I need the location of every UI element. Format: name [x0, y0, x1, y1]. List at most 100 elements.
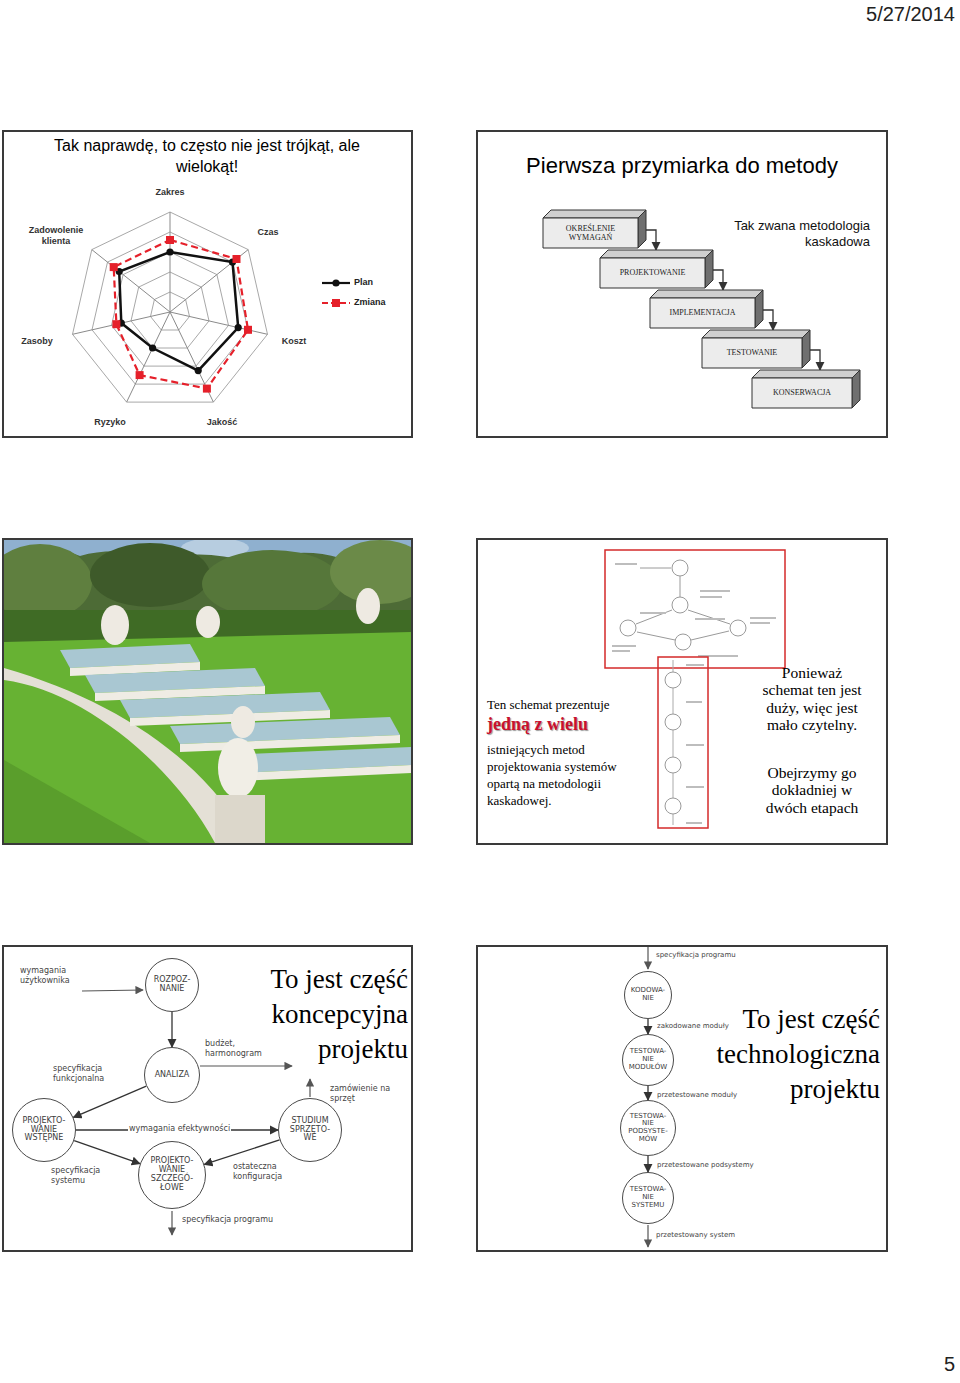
diagram-thumbnail: [636, 610, 672, 624]
diagram-thumbnail: [686, 786, 704, 788]
change-series: [233, 255, 241, 263]
box-face: [702, 338, 802, 368]
process-circle: STUDIUM SPRZĘTO- WE: [278, 1098, 342, 1162]
phase-box: OKREŚLENIE WYMAGAŃ: [543, 218, 638, 248]
fountain-photo: [4, 544, 92, 620]
edge-label: specyfikacja funkcjonalna: [52, 1064, 116, 1083]
diagram-thumbnail: [665, 714, 681, 730]
radar-grid: [73, 212, 268, 402]
box-face: [802, 330, 810, 368]
process-label: TESTOWA- NIE MODUŁÓW: [629, 1048, 667, 1071]
box-face: [650, 298, 755, 328]
box-face: [752, 378, 852, 408]
diagram-thumbnail: [672, 560, 688, 576]
change-series: [112, 320, 120, 328]
flow-label: wymagania użytkownika: [20, 966, 84, 985]
connector: [171, 1012, 172, 1047]
diagram-thumbnail: [686, 664, 704, 824]
change-series: [203, 385, 211, 393]
flow-arrow: [82, 990, 143, 991]
flow-label: specyfikacja programu: [182, 1215, 302, 1225]
slide-frame: Pierwsza przymiarka do metodyTak zwana m…: [476, 130, 888, 438]
flow-arrow: [647, 1225, 648, 1247]
flow-label: zamówienie na sprzęt: [330, 1084, 392, 1103]
flow-label: specyfikacja programu: [656, 951, 776, 959]
phase-label: TESTOWANIE: [727, 348, 778, 357]
box-face: [543, 218, 638, 248]
legend-text: Plan: [354, 277, 373, 288]
edge-label: specyfikacja systemu: [50, 1166, 114, 1185]
flow-label: budżet, harmonogram: [205, 1039, 275, 1058]
diagram-thumbnail: [700, 590, 730, 592]
change-series: [136, 371, 144, 379]
box-face: [638, 210, 646, 248]
fountain-photo: [101, 605, 129, 645]
box-face: [543, 210, 646, 218]
change-series: [110, 236, 252, 393]
legend-sample: [332, 299, 340, 307]
box-face: [705, 250, 713, 288]
diagram-thumbnail: [612, 563, 776, 657]
connector: [713, 270, 723, 290]
slide-text: To jest część koncepcyjna projektu: [246, 962, 408, 1067]
diagram-thumbnail: [672, 597, 688, 613]
process-label: STUDIUM SPRZĘTO- WE: [290, 1117, 330, 1143]
page-number: 5: [925, 1352, 955, 1376]
diagram-thumbnail: [686, 822, 702, 824]
diagram-thumbnail: [665, 672, 681, 688]
plan-series: [149, 344, 156, 351]
fountain-photo: [235, 765, 411, 781]
axis-label: Czas: [243, 227, 293, 238]
phase-label: IMPLEMENTACJA: [669, 308, 735, 317]
phase-label: KONSERWACJA: [773, 388, 831, 397]
diagram-thumbnail: [665, 757, 681, 773]
process-circle: KODOWA- NIE: [624, 971, 672, 1019]
connector: [647, 1019, 648, 1034]
slide-text: Pierwsza przymiarka do metody: [486, 153, 878, 179]
flow-arrow: [309, 1079, 310, 1097]
connector: [73, 1086, 146, 1117]
flow-label: przetestowany system: [656, 1231, 776, 1239]
radar-grid: [73, 212, 268, 402]
connector: [810, 350, 820, 370]
process-circle: PROJEKTO- WANIE WSTĘPNE: [12, 1098, 76, 1162]
diagram-thumbnail: [637, 632, 675, 640]
process-label: ANALIZA: [155, 1071, 190, 1080]
change-series: [114, 240, 248, 389]
process-label: PROJEKTO- WANIE SZCZEGÓ- ŁOWE: [150, 1157, 193, 1192]
process-label: PROJEKTO- WANIE WSTĘPNE: [22, 1117, 65, 1143]
diagram-thumbnail: [750, 622, 770, 624]
diagram-thumbnail: [680, 576, 681, 597]
axis-label: Zasoby: [12, 336, 62, 347]
axis-label: Ryzyko: [85, 417, 135, 428]
fountain-photo: [4, 632, 411, 843]
connector: [647, 1156, 648, 1172]
box-face: [755, 290, 763, 328]
flow-arrow: [82, 947, 648, 1247]
phase-label: PROJEKTOWANIE: [620, 268, 686, 277]
diagram-thumbnail: [665, 798, 681, 814]
connector: [74, 1141, 140, 1164]
diagram-thumbnail: [658, 657, 708, 828]
plan-series: [195, 367, 202, 374]
change-series: [166, 236, 174, 244]
box-face: [600, 258, 705, 288]
box-face: [650, 290, 763, 298]
diagram-thumbnail: [612, 650, 630, 652]
diagram-thumbnail: [620, 560, 746, 650]
process-circle: PROJEKTO- WANIE SZCZEGÓ- ŁOWE: [138, 1141, 206, 1209]
legend-text: Zmiana: [354, 297, 386, 308]
flow-arrow: [200, 1065, 292, 1066]
diagram-thumbnail: [730, 620, 746, 636]
slide-text: Ponieważ schemat ten jest duży, więc jes…: [760, 664, 864, 733]
phase-box: TESTOWANIE: [702, 338, 802, 368]
flow-arrow: [647, 947, 648, 969]
fountain-photo: [218, 738, 258, 798]
slide-text: Tak zwana metodologia kaskadowa: [720, 218, 870, 251]
slide-text: Obejrzymy go dokładniej w dwóch etapach: [760, 764, 864, 816]
diagram-thumbnail: [686, 744, 704, 746]
legend-sample: [322, 279, 350, 307]
connector: [763, 310, 773, 330]
